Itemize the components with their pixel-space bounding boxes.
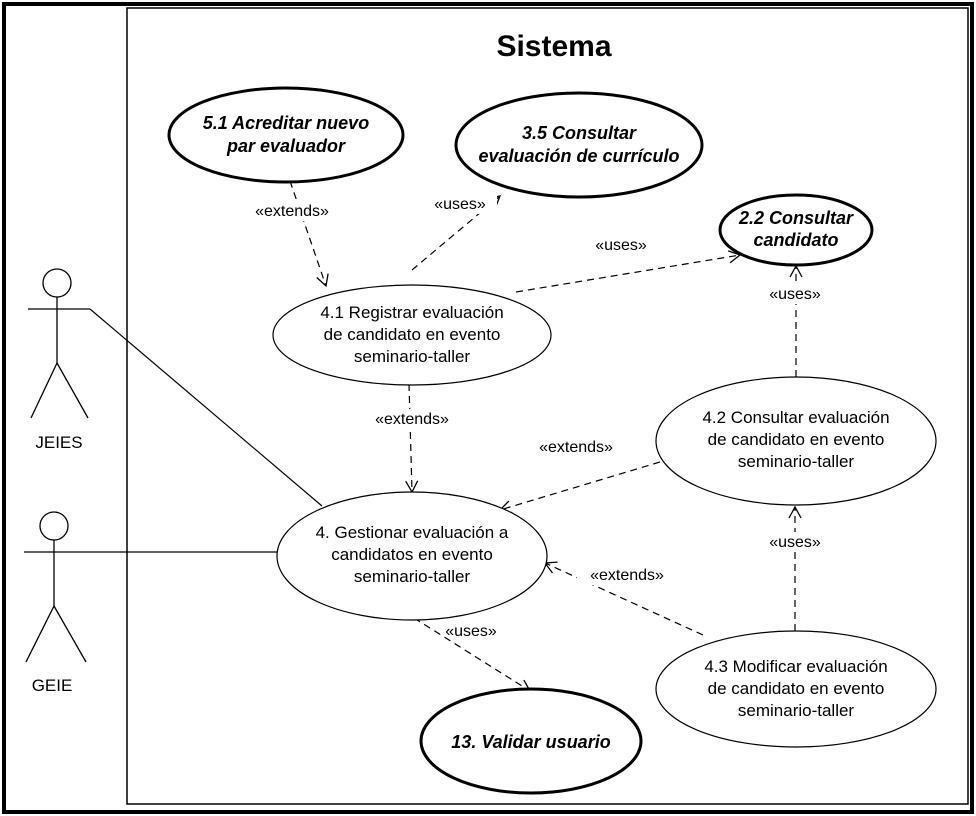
use-case-label: candidatos en evento [331, 545, 493, 564]
use-case-4[interactable]: 4. Gestionar evaluación a candidatos en … [276, 491, 548, 621]
relation-label: «uses» [434, 196, 486, 213]
relation-label: «extends» [590, 567, 664, 584]
relation-label: «uses» [769, 534, 821, 551]
actor-name: GEIE [32, 676, 73, 695]
use-case-3-5[interactable]: 3.5 Consultar evaluación de currículo [454, 91, 704, 199]
relation-label: «uses» [769, 286, 821, 303]
arrow-extends-4-2 [498, 461, 661, 514]
use-case-label: candidato [753, 230, 838, 250]
arrow-extends-5-1 [289, 180, 329, 288]
use-case-2-2[interactable]: 2.2 Consultar candidato [718, 193, 874, 267]
use-case-label: de candidato en evento [708, 430, 885, 449]
use-case-label: 4. Gestionar evaluación a [316, 523, 509, 542]
relation-label: «extends» [255, 203, 329, 220]
relation-label: «uses» [445, 623, 497, 640]
use-case-label: 4.1 Registrar evaluación [320, 303, 503, 322]
use-case-label: 4.2 Consultar evaluación [702, 408, 889, 427]
use-case-label: de candidato en evento [324, 325, 501, 344]
actor-head [39, 511, 69, 541]
association-jeies [89, 308, 323, 507]
use-case-label: 2.2 Consultar [738, 208, 854, 228]
use-case-4-3[interactable]: 4.3 Modificar evaluación de candidato en… [655, 630, 937, 748]
use-case-label: de candidato en evento [708, 679, 885, 698]
use-case-4-1[interactable]: 4.1 Registrar evaluación de candidato en… [272, 284, 552, 386]
relation-label: «extends» [539, 439, 613, 456]
use-case-4-2[interactable]: 4.2 Consultar evaluación de candidato en… [655, 376, 937, 506]
actor-geie[interactable]: GEIE [24, 511, 87, 695]
relation-label: «extends» [375, 411, 449, 428]
arrow-uses-13 [413, 617, 532, 692]
use-case-label: par evaluador [226, 136, 346, 156]
use-case-label: 4.3 Modificar evaluación [704, 657, 887, 676]
actor-name: JEIES [35, 433, 82, 452]
use-case-13[interactable]: 13. Validar usuario [419, 687, 643, 795]
use-case-label: 3.5 Consultar [522, 123, 637, 143]
use-case-label: evaluación de currículo [478, 146, 679, 166]
relation-label: «uses» [595, 237, 647, 254]
use-case-5-1[interactable]: 5.1 Acreditar nuevo par evaluador [167, 86, 405, 184]
actor-head [42, 268, 72, 298]
use-case-label: seminario-taller [354, 347, 471, 366]
use-case-label: 5.1 Acreditar nuevo [203, 113, 369, 133]
use-case-label: seminario-taller [354, 567, 471, 586]
arrow-uses-2-2-from-4-1 [515, 250, 742, 293]
use-case-label: seminario-taller [738, 452, 855, 471]
use-case-label: 13. Validar usuario [451, 732, 610, 752]
system-boundary [126, 7, 969, 805]
arrow-extends-4-3 [543, 561, 704, 636]
arrow-extends-4-1 [405, 383, 419, 494]
actor-jeies[interactable]: JEIES [28, 268, 90, 452]
system-title: Sistema [496, 30, 611, 63]
use-case-label: seminario-taller [738, 701, 855, 720]
